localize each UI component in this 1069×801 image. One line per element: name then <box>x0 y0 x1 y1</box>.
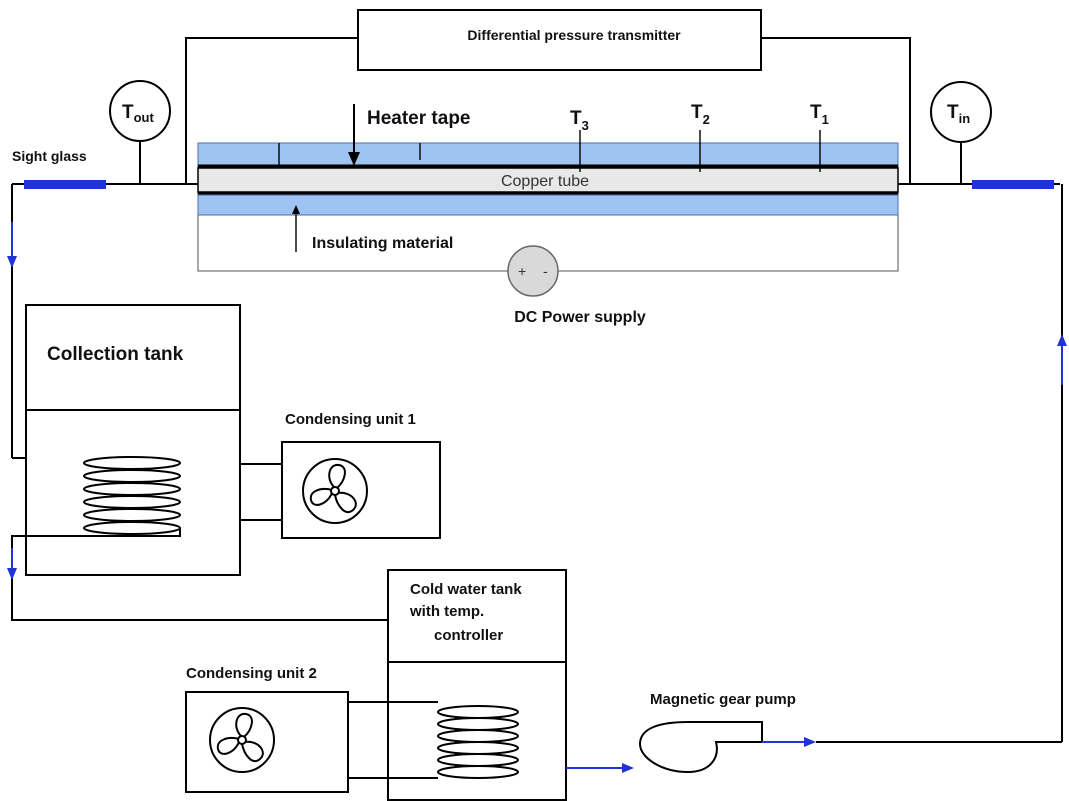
plus-sign: + <box>518 263 526 279</box>
copper-tube-label: Copper tube <box>501 173 589 190</box>
t-out-label: Tout <box>122 102 154 125</box>
magnetic-gear-pump-label: Magnetic gear pump <box>650 691 796 708</box>
sight-glass-left <box>24 180 106 189</box>
minus-sign: - <box>543 263 548 279</box>
sight-glass-label: Sight glass <box>12 148 87 164</box>
dp-line-right <box>761 37 911 185</box>
collection-tank <box>25 304 241 576</box>
fan-icon <box>302 458 368 524</box>
cold-water-tank-label-line-1: Cold water tank <box>410 581 522 598</box>
t1-label: T1 <box>810 102 829 127</box>
insulation-top <box>197 142 899 166</box>
cold-water-tank <box>387 569 567 801</box>
flow-arrow-left-down <box>7 256 17 268</box>
insulation-bottom <box>197 194 899 216</box>
cold-water-tank-label-line-3: controller <box>434 627 503 644</box>
flow-arrow-to-pump <box>622 763 634 773</box>
dp-transmitter-box <box>357 9 762 71</box>
sight-glass-right <box>972 180 1054 189</box>
dc-power-supply-symbol <box>507 245 559 297</box>
fan-icon <box>209 707 275 773</box>
coil-outlet-pipe <box>11 528 388 621</box>
flow-arrow-from-pump <box>804 737 816 747</box>
t3-label: T3 <box>570 108 589 133</box>
magnetic-gear-pump <box>638 721 763 774</box>
dp-line-left <box>185 37 358 185</box>
flow-arrow-right-up <box>1057 334 1067 346</box>
t-in-gauge <box>930 81 992 143</box>
condensing-unit-1-label: Condensing unit 1 <box>285 411 416 428</box>
condensing-unit-2-label: Condensing unit 2 <box>186 665 317 682</box>
insulating-arrowhead <box>292 205 300 214</box>
t-out-gauge <box>109 80 171 142</box>
flow-arrow-left-down-2 <box>7 568 17 580</box>
collection-tank-label: Collection tank <box>47 344 184 365</box>
cold-water-tank-coil <box>437 705 519 779</box>
copper-tube <box>197 167 899 193</box>
heater-tape-arrowhead <box>348 152 360 166</box>
dp-transmitter-label: Differential pressure transmitter <box>467 27 681 43</box>
insulating-material-label: Insulating material <box>312 235 453 252</box>
cold-water-tank-label-line-2: with temp. <box>409 603 484 620</box>
heater-tape-label: Heater tape <box>367 108 471 129</box>
t2-label: T2 <box>691 102 710 127</box>
dc-power-supply-label: DC Power supply <box>514 309 646 326</box>
t-in-label: Tin <box>947 102 970 126</box>
